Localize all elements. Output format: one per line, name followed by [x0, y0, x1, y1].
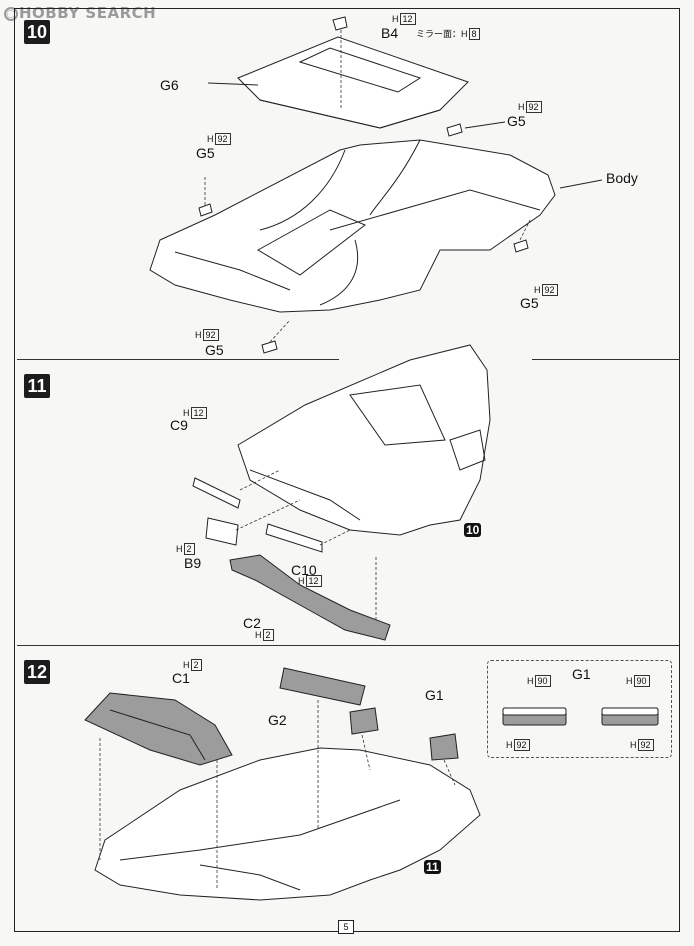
- body-shell-part: [149, 139, 556, 313]
- g2-part: [279, 667, 366, 706]
- g6-label: G6: [160, 77, 179, 93]
- g1-part-b: [429, 733, 459, 761]
- b4-mirror-part: [332, 16, 348, 31]
- ref-step-11-badge: 11: [424, 860, 441, 874]
- step-10-number: 10: [24, 20, 50, 44]
- c9-part: [192, 477, 241, 509]
- g5-bottom-label: G5: [205, 342, 224, 358]
- g6-hood-part: [237, 36, 469, 129]
- c1-part: [84, 692, 233, 766]
- g1-label: G1: [425, 687, 444, 703]
- body-label: Body: [606, 170, 638, 186]
- g5-part-bottom: [261, 340, 278, 354]
- step-divider-11-12: [17, 645, 680, 646]
- b4-label: B4: [381, 25, 399, 41]
- g5-part-right: [446, 123, 463, 137]
- step-divider-10-11a: [17, 359, 339, 360]
- c10-label: C10: [291, 562, 317, 578]
- g5-left-label: G5: [196, 145, 215, 161]
- step-11-number: 11: [24, 374, 50, 398]
- b9-part: [205, 517, 239, 546]
- g5-part-left: [198, 203, 213, 217]
- g5-right-label: G5: [507, 113, 526, 129]
- g1-part-a: [349, 707, 379, 735]
- c1-label: C1: [172, 670, 190, 686]
- g1-inset-title: G1: [572, 666, 591, 682]
- g5-part-lower-right: [513, 239, 529, 253]
- front-body-part: [94, 747, 481, 901]
- b9-label: B9: [184, 555, 202, 571]
- step-12-number: 12: [24, 660, 50, 684]
- c2-label: C2: [243, 615, 261, 631]
- ref-step-10-badge: 10: [464, 523, 482, 537]
- c10-part: [265, 523, 323, 553]
- c9-label: C9: [170, 417, 188, 433]
- page-number: 5: [338, 920, 354, 934]
- g1-color-inset: [487, 660, 672, 758]
- rear-body-part: [237, 344, 491, 536]
- g2-label: G2: [268, 712, 287, 728]
- g5-lower-right-label: G5: [520, 295, 539, 311]
- c2-part: [229, 554, 391, 641]
- step-divider-10-11b: [532, 359, 680, 360]
